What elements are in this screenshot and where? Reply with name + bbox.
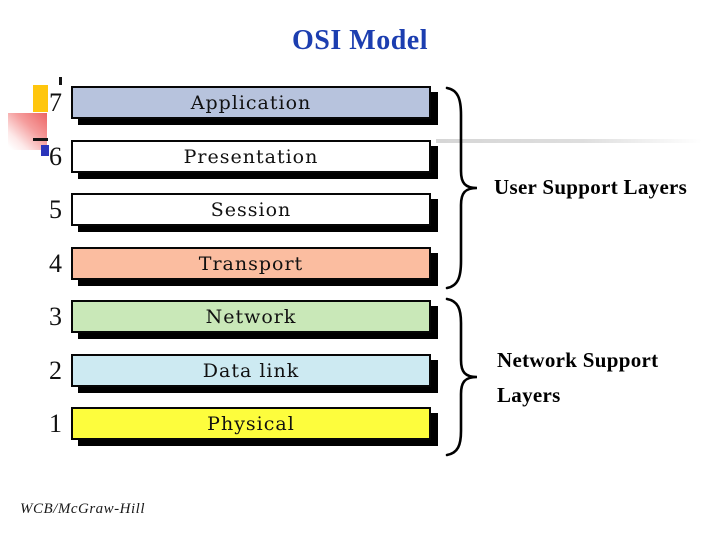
layer-number: 7	[49, 87, 62, 117]
user-support-brace-icon	[445, 86, 478, 290]
layer-box: Transport	[71, 247, 431, 280]
layer-number: 3	[49, 301, 62, 331]
layer-number: 5	[49, 194, 62, 224]
horizontal-rule-decoration	[436, 139, 702, 143]
layer-number: 1	[49, 408, 62, 438]
slide-title: OSI Model	[292, 25, 428, 56]
layer-row-session: 5 Session	[0, 193, 440, 226]
layer-number: 4	[49, 248, 62, 278]
bullet-decoration-blue	[41, 145, 49, 156]
layer-row-network: 3 Network	[0, 300, 440, 333]
layer-box: Physical	[71, 407, 431, 440]
network-support-brace-icon	[445, 297, 478, 457]
layer-box: Presentation	[71, 140, 431, 173]
layer-number: 2	[49, 355, 62, 385]
layer-box: Network	[71, 300, 431, 333]
layer-box: Session	[71, 193, 431, 226]
dash-decoration	[33, 138, 48, 141]
layer-number: 6	[49, 141, 62, 171]
footer-credit: WCB/McGraw-Hill	[20, 501, 145, 517]
bullet-decoration-pink	[8, 113, 47, 150]
layer-row-transport: 4 Transport	[0, 247, 440, 280]
layer-row-data-link: 2 Data link	[0, 354, 440, 387]
group-label-network-support: Network Support Layers	[497, 348, 659, 407]
bullet-decoration-yellow	[33, 85, 48, 112]
tick-decoration	[59, 77, 62, 85]
layer-box: Application	[71, 86, 431, 119]
group-label-user-support: User Support Layers	[494, 175, 688, 199]
layer-box: Data link	[71, 354, 431, 387]
layer-row-presentation: 6 Presentation	[0, 140, 440, 173]
layer-row-application: 7 Application	[0, 86, 440, 119]
layer-row-physical: 1 Physical	[0, 407, 440, 440]
